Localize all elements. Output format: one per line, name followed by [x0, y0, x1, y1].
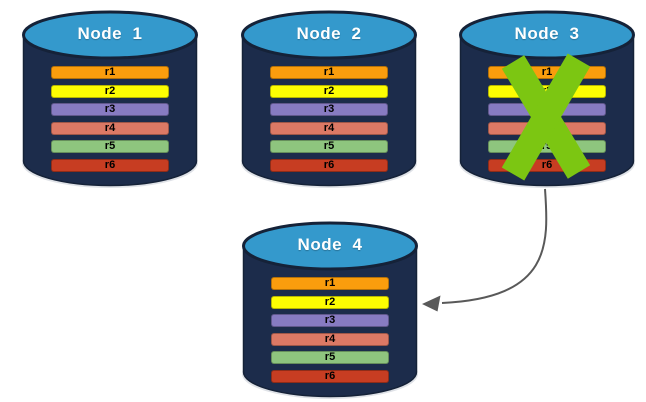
node-title: Node 4 [297, 235, 363, 254]
replica-label: r1 [324, 277, 336, 289]
cylinder-top [22, 10, 198, 60]
replica-bar-r6: r6 [271, 369, 389, 383]
replica-label: r3 [323, 103, 335, 115]
replica-label: r1 [323, 66, 335, 78]
replica-bar-r4: r4 [271, 332, 389, 346]
replica-label: r6 [323, 158, 335, 171]
replica-label: r6 [541, 158, 553, 171]
arrow-curve [441, 188, 548, 304]
replica-bar-r6: r6 [270, 158, 388, 172]
node-2: Node 2 r1 r2 r3 r4 r5 r6 [239, 9, 419, 193]
replica-bar-r2: r2 [270, 84, 388, 98]
node-4: Node 4 r1 r2 r3 r4 r5 r6 [240, 220, 420, 402]
replica-list: r1 r2 r3 r4 r5 r6 [51, 66, 169, 172]
replica-label: r2 [104, 84, 116, 97]
replica-bar-r3: r3 [271, 314, 389, 327]
replica-bar-r3: r3 [270, 103, 388, 116]
node-title: Node 2 [296, 24, 362, 43]
failure-cross-icon [501, 53, 591, 181]
replica-bar-r1: r1 [271, 277, 389, 290]
replica-label: r3 [324, 314, 336, 326]
replica-label: r5 [104, 140, 116, 152]
replica-bar-r5: r5 [51, 140, 169, 153]
replica-label: r1 [541, 66, 553, 78]
cylinder-top [242, 221, 418, 271]
replica-bar-r1: r1 [270, 66, 388, 79]
replica-bar-r4: r4 [270, 121, 388, 135]
node-1: Node 1 r1 r2 r3 r4 r5 r6 [20, 9, 200, 193]
replica-list: r1 r2 r3 r4 r5 r6 [271, 277, 389, 383]
replica-label: r2 [324, 295, 336, 308]
replica-label: r1 [104, 66, 116, 78]
replica-label: r5 [323, 140, 335, 152]
cross-stroke [501, 53, 591, 181]
replica-bar-r3: r3 [51, 103, 169, 116]
replica-label: r6 [324, 369, 336, 382]
arrowhead-icon [422, 295, 441, 312]
replica-label: r2 [323, 84, 335, 97]
replica-bar-r2: r2 [51, 84, 169, 98]
replica-bar-r4: r4 [51, 121, 169, 135]
node-3: Node 3 r1 r2 r3 r4 r5 r6 [457, 9, 637, 193]
replica-bar-r1: r1 [51, 66, 169, 79]
replica-label: r4 [104, 121, 116, 134]
replica-bar-r5: r5 [270, 140, 388, 153]
replica-label: r6 [104, 158, 116, 171]
replica-label: r5 [541, 140, 553, 152]
replica-bar-r2: r2 [271, 295, 389, 309]
replica-label: r4 [323, 121, 335, 134]
node-title: Node 1 [77, 24, 143, 43]
replica-bar-r5: r5 [271, 351, 389, 364]
replica-label: r5 [324, 351, 336, 363]
node-title: Node 3 [514, 24, 580, 43]
replica-list: r1 r2 r3 r4 r5 r6 [270, 66, 388, 172]
replica-bar-r6: r6 [51, 158, 169, 172]
replica-label: r4 [324, 332, 336, 345]
cylinder-top [241, 10, 417, 60]
replica-label: r3 [104, 103, 116, 115]
cylinder-top [459, 10, 635, 60]
